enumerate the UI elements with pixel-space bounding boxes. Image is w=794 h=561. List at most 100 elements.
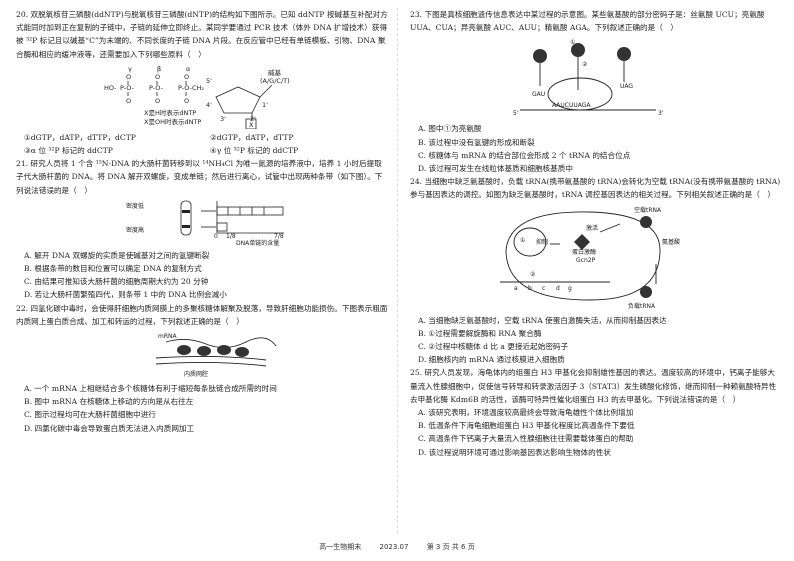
q21-figure: 密度低 密度高 DNA单链的含量 0 1/8 7/8 <box>16 199 388 247</box>
legend-1: X是H时表示dNTP <box>144 108 196 117</box>
q20-figure: γ β α O O O HO- P-O- P-O- P-O-CH₂ O O O 碱基 (A/… <box>16 63 388 130</box>
q21-option-d: D. 若让大肠杆菌繁殖四代，则条带 1 中的 DNA 比例会减小 <box>24 290 227 300</box>
q24-option-b: B. ①过程需要解旋酶和 RNA 聚合酶 <box>418 328 542 338</box>
q23-figure: GAU UAG AAUCUUAGA 5' 3' ① ② <box>410 36 782 120</box>
base-sub: (A/G/C/T) <box>260 77 290 85</box>
low-density-label: 密度低 <box>126 202 144 210</box>
band-2 <box>182 224 190 228</box>
anticodon-gau: GAU <box>532 91 545 98</box>
q23-option-b: B. 该过程中没有氢键的形成和断裂 <box>418 137 535 147</box>
svg-text:P-O-: P-O- <box>149 84 164 92</box>
right-column: 23. 下图是真核细胞遗传信息表达中某过程的示意图。某些氨基酸的部分密码子是：丝… <box>410 8 782 459</box>
q20-option-4: ④γ 位 ³²P 标记的 ddCTP <box>210 146 299 156</box>
alpha-label: α <box>186 65 190 73</box>
q24-stem: 24. 当细胞中缺乏氨基酸时，负载 tRNA(携带氨基酸的 tRNA)会转化为空… <box>410 177 781 200</box>
anticodon-uag: UAG <box>620 83 633 90</box>
beta-label: β <box>157 65 161 73</box>
er-ribosome-diagram: mRNA 内质网腔 <box>155 333 277 378</box>
tick-7-8: 7/8 <box>274 233 284 240</box>
mrna-label: mRNA <box>158 333 178 340</box>
dna-density-diagram: 密度低 密度高 DNA单链的含量 0 1/8 7/8 <box>126 200 284 247</box>
legend-2: X是OH时表示dNTP <box>144 117 201 126</box>
q21-option-b: B. 根据条带的数目和位置可以确定 DNA 的复制方式 <box>24 264 202 274</box>
three-prime: 3' <box>658 110 664 117</box>
svg-text:O: O <box>155 97 160 105</box>
activate-label: 激活 <box>586 224 598 232</box>
b-label: b <box>528 285 532 292</box>
q25-option-c: C. 高温条件下钙离子大量流入性腺细胞往往需要载体蛋白的帮助 <box>418 434 634 444</box>
dntp-structure-diagram: γ β α O O O HO- P-O- P-O- P-O-CH₂ O O O 碱基 (A/… <box>104 65 290 130</box>
footer-page: 第 3 页 共 6 页 <box>426 543 475 551</box>
g-label: g <box>568 285 572 292</box>
num-1: 1' <box>262 101 268 109</box>
svg-text:P-O-CH₂: P-O-CH₂ <box>178 84 204 92</box>
q22-option-c: C. 图示过程均可在大肠杆菌细胞中进行 <box>24 410 156 420</box>
high-density-label: 密度高 <box>126 226 144 234</box>
label-2: ② <box>582 61 588 68</box>
footer-date: 2023.07 <box>379 543 409 551</box>
gamma-label: γ <box>128 65 132 73</box>
band-1 <box>182 209 190 213</box>
left-column: 20. 双脱氧核苷三磷酸(ddNTP)与脱氧核苷三磷酸(dNTP)的结构如下图所… <box>16 8 388 435</box>
gcn-label: Gcn2P <box>576 257 596 264</box>
trna-regulation-diagram: 空载tRNA 负载tRNA 抑制 激活 蛋白激酶 Gcn2P 氨基酸 ① ② a… <box>500 206 680 310</box>
q20-options-row1: ①dGTP，dATP，dTTP，dCTP ②dGTP，dATP，dTTP <box>16 131 388 144</box>
label-1: ① <box>570 39 575 46</box>
q23-stem: 23. 下图是真核细胞遗传信息表达中某过程的示意图。某些氨基酸的部分密码子是：丝… <box>410 10 765 33</box>
q23-option-c: C. 核糖体与 mRNA 的结合部位会形成 2 个 tRNA 的结合位点 <box>418 150 631 160</box>
svg-text:O: O <box>184 97 189 105</box>
num-3: 3' <box>220 115 226 123</box>
q24-option-c: C. ②过程中核糖体 d 比 a 更接近起始密码子 <box>418 342 569 352</box>
q25-stem: 25. 研究人员发现，海龟体内的组蛋白 H3 甲基化会抑制雄性基因的表达。温度较… <box>410 368 777 404</box>
empty-trna-label: 空载tRNA <box>634 206 662 214</box>
enzyme-label: 蛋白激酶 <box>572 248 596 256</box>
q22-figure: mRNA 内质网腔 <box>16 330 388 380</box>
q22-stem: 22. 四氢化碳中毒时，会使得肝细胞内质网膜上的多聚核糖体解聚及脱落，导致肝细胞… <box>16 303 388 326</box>
q21-option-c: C. 由结果可推知该大肠杆菌的细胞周期大约为 20 分钟 <box>24 277 209 287</box>
column-divider <box>397 8 398 533</box>
xaxis-label: DNA单链的含量 <box>236 239 279 247</box>
q20-option-3: ③α 位 ³²P 标记的 ddCTP <box>24 146 113 156</box>
inhibit-label: 抑制 <box>536 238 548 246</box>
c2-label: ② <box>530 271 536 278</box>
svg-text:O: O <box>126 73 131 81</box>
q24-option-a: A. 当细胞缺乏氨基酸时，空载 tRNA 使蛋白激酶失活，从而抑制基因表达 <box>418 315 667 325</box>
num-4: 4' <box>206 101 212 109</box>
q25-option-b: B. 低温条件下海龟细胞组蛋白 H3 甲基化程度比高温条件下要低 <box>418 421 635 431</box>
q20-option-1: ①dGTP，dATP，dTTP，dCTP <box>24 132 136 142</box>
q22-option-d: D. 四氯化碳中毒会导致蛋白质无法进入内质网加工 <box>24 423 195 433</box>
svg-text:O: O <box>126 97 131 105</box>
translation-diagram: GAU UAG AAUCUUAGA 5' 3' ① ② <box>513 39 664 117</box>
svg-text:O: O <box>184 73 189 81</box>
d-label: d <box>556 285 560 292</box>
tick-1-8: 1/8 <box>226 233 236 240</box>
a-label: a <box>514 285 518 292</box>
q22-option-a: A. 一个 mRNA 上相继结合多个核糖体有利于缩短每条肽链合成所需的时间 <box>24 384 277 394</box>
num-5: 5' <box>206 77 212 85</box>
q25-option-a: A. 该研究表明，环境温度较高最终会导致海龟雄性个体比例增加 <box>418 408 634 418</box>
q21-option-a: A. 解开 DNA 双螺旋的实质是使碱基对之间的氢键断裂 <box>24 250 210 260</box>
loaded-trna-label: 负载tRNA <box>628 302 656 310</box>
er-lumen-label: 内质网腔 <box>184 370 208 378</box>
tick-0: 0 <box>214 233 218 240</box>
page-footer: 高一生物期末 2023.07 第 3 页 共 6 页 <box>0 541 794 554</box>
q25-option-d: D. 该过程说明环境可通过影响基因表达影响生物体的性状 <box>418 447 611 457</box>
q20-option-2: ②dGTP，dATP，dTTP <box>210 132 294 142</box>
q23-option-d: D. 该过程可发生在线粒体基质和细胞核基质中 <box>418 164 573 174</box>
svg-text:O: O <box>155 73 160 81</box>
base-label: 碱基 <box>268 68 282 77</box>
five-prime: 5' <box>513 110 519 117</box>
q24-option-d: D. 细胞核内的 mRNA 通过核膜进入细胞质 <box>418 355 565 365</box>
svg-text:HO-: HO- <box>104 84 117 92</box>
aa-label: 氨基酸 <box>662 238 680 246</box>
svg-text:P-O-: P-O- <box>120 84 135 92</box>
q20-stem: 20. 双脱氧核苷三磷酸(ddNTP)与脱氧核苷三磷酸(dNTP)的结构如下图所… <box>16 10 388 59</box>
q20-options-row2: ③α 位 ³²P 标记的 ddCTP ④γ 位 ³²P 标记的 ddCTP <box>16 144 388 157</box>
q21-stem: 21. 研究人员将 1 个含 ¹⁵N-DNA 的大肠杆菌转移到以 ¹⁴NH₄Cl… <box>16 159 383 195</box>
codon-seq: AAUCUUAGA <box>552 102 591 109</box>
q24-figure: 空载tRNA 负载tRNA 抑制 激活 蛋白激酶 Gcn2P 氨基酸 ① ② a… <box>410 204 782 312</box>
x-label: X <box>249 121 254 129</box>
footer-course: 高一生物期末 <box>319 543 362 551</box>
q22-option-b: B. 图中 mRNA 在核糖体上移动的方向是从右往左 <box>24 397 194 407</box>
q23-option-a: A. 图中①为亮氨酸 <box>418 124 482 134</box>
